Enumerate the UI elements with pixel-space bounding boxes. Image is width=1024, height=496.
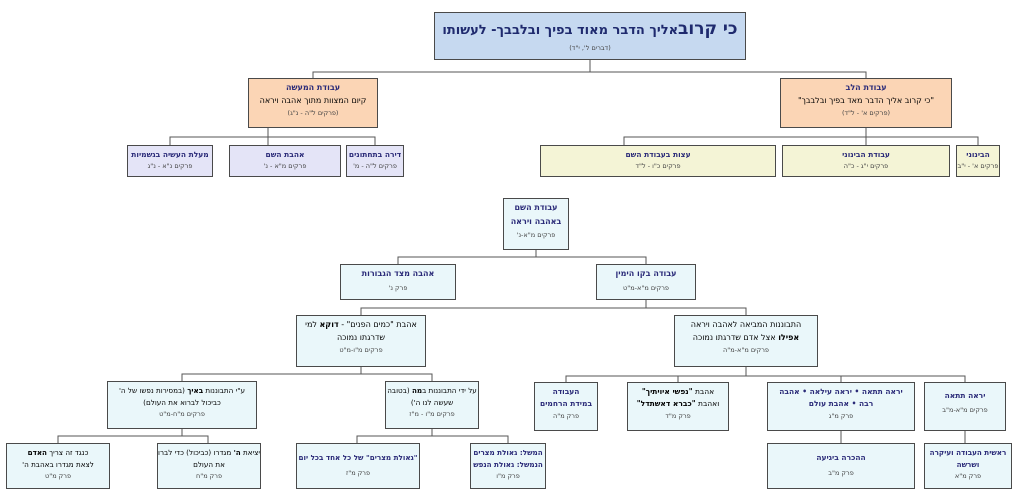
how-contemplation-box: ע"י התבוננות באיך (במסירות נפשו של ה' כב… xyxy=(107,381,257,429)
what-contemplation-box: על ידי התבוננות במה (בטובה שעשה לנו ה') … xyxy=(385,381,479,429)
heart-work-quote: "כי קרוב אליך הדבר מאד בפיך ובלבבך" xyxy=(797,96,935,105)
man-beyond-bounds-box: כנגד זה צריך האדם לצאת מגדרו באהבת ה' פר… xyxy=(6,443,110,489)
divine-service-box: עבודת השם באהבה ויראה פרקים מ"א-נ' xyxy=(503,198,569,250)
dira-box: דירה בתחתונים פרקים ל"ה - מ' xyxy=(346,145,404,177)
effort-recognition-box: ההכרה ביגיעה פרק מ"ב xyxy=(767,443,915,489)
heart-work-box: עבודת הלב "כי קרוב אליך הדבר מאד בפיך וב… xyxy=(780,78,952,128)
nafshi-love-box: אהבת "נפשי איויתיך" ואהבת "כברא דאשתדל" … xyxy=(627,382,729,431)
water-reflection-box: אהבת "כמים הפנים" - דוקא למי שדרגתו נמוכ… xyxy=(296,315,426,367)
action-work-chapters: (פרקים ל"ה - נ"ג) xyxy=(287,109,339,117)
left-line-box: אהבה מצד הגבורות פרק נ' xyxy=(340,264,456,300)
daily-exodus-box: "גאולת מצרים" של כל אחד בכל יום פרק מ"ז xyxy=(296,443,420,489)
right-line-box: עבודה בקו הימין פרקים מ"א-מ"ט xyxy=(596,264,696,300)
action-work-title: עבודת המעשה xyxy=(285,83,341,92)
heart-work-chapters: (פרקים א' - ל"ד) xyxy=(841,109,891,117)
root-title-box: כי קרובאליך הדבר מאוד בפיך ובלבבך- לעשות… xyxy=(434,12,746,60)
root-of-service-box: ראשית העבודה ועיקרה ושרשה פרק מ"א xyxy=(924,443,1012,489)
contemplation-box: התבוננות המביאה לאהבה ויראה אפילו אצל אד… xyxy=(674,315,818,367)
root-source: (דברים ל', י"ד) xyxy=(569,44,611,53)
lower-fear-box: יראה תתאה פרקים מ"א-מ"ב xyxy=(924,382,1006,431)
action-work-desc: קיום המצוות מתוך אהבה ויראה xyxy=(259,96,367,105)
physical-action-box: מעלת העשיה בגשמיות פרקים נ"א - נ"ג xyxy=(127,145,213,177)
beinoni-box: הבינוני פרקים א' - י"ב xyxy=(956,145,1000,177)
parable-box: המשל: גאולת מצרים הנמשל: גאולת הנפש פרק … xyxy=(470,443,546,489)
mercy-service-box: העבודה במידת הרחמים פרק מ"ה xyxy=(534,382,598,431)
heart-work-title: עבודת הלב xyxy=(845,83,887,92)
advice-box: עצות בעבודת השם פרקים כ"ו - ל"ד xyxy=(540,145,776,177)
god-beyond-bounds-box: יציאת ה' מגדרו (כביכול) כדי לברוא את העו… xyxy=(157,443,261,489)
root-title: כי קרובאליך הדבר מאוד בפיך ובלבבך- לעשות… xyxy=(442,19,738,39)
fear-love-levels-box: יראה תתאה • יראה עילאה • אהבה רבה • אהבת… xyxy=(767,382,915,431)
action-work-box: עבודת המעשה קיום המצוות מתוך אהבה ויראה … xyxy=(248,78,378,128)
beinoni-work-box: עבודת הבינוני פרקים י"ג - כ"ה xyxy=(782,145,950,177)
love-of-god-box: אהבת השם פרקים מ"א - נ' xyxy=(229,145,341,177)
